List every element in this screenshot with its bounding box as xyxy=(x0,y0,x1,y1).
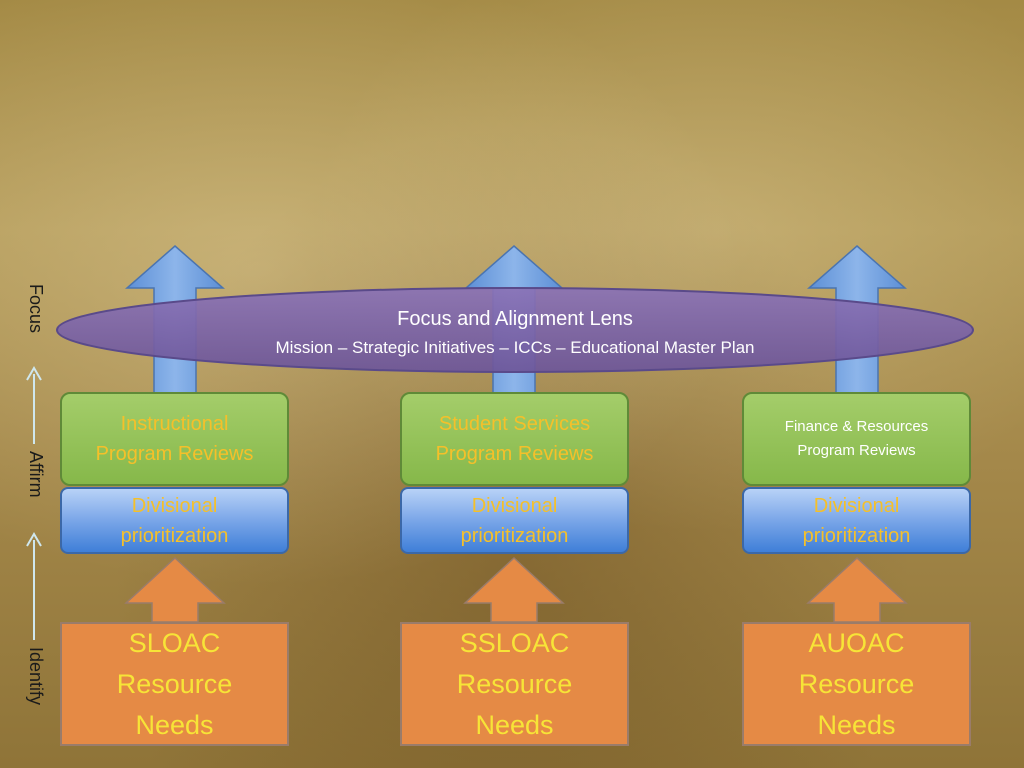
needs-line-2: Resource xyxy=(116,668,233,699)
needs-line-2: Resource xyxy=(798,668,915,699)
needs-line-1: SLOAC xyxy=(128,627,221,658)
divisional-box-2: Divisional prioritization xyxy=(400,487,629,554)
identify-label: Identify xyxy=(26,647,46,706)
divisional-box-1: Divisional prioritization xyxy=(60,487,289,554)
divisional-box-3: Divisional prioritization xyxy=(742,487,971,554)
lens-subtitle: Mission – Strategic Initiatives – ICCs –… xyxy=(275,338,755,357)
needs-box-auoac: AUOAC Resource Needs xyxy=(742,622,971,746)
focus-label: Focus xyxy=(26,284,46,334)
review-line-2: Program Reviews xyxy=(95,443,254,465)
needs-line-2: Resource xyxy=(456,668,573,699)
review-line-1: Student Services xyxy=(438,413,591,435)
side-arrow-head-2 xyxy=(26,532,42,547)
orange-arrow-3 xyxy=(806,556,908,623)
divisional-line-1: Divisional xyxy=(471,494,558,517)
divisional-line-2: prioritization xyxy=(120,524,229,547)
needs-line-1: SSLOAC xyxy=(459,627,570,658)
lens-title: Focus and Alignment Lens xyxy=(397,308,633,330)
review-line-2: Program Reviews xyxy=(435,443,594,465)
divisional-line-1: Divisional xyxy=(131,494,218,517)
orange-arrow-1 xyxy=(124,556,226,623)
review-box-instructional: Instructional Program Reviews xyxy=(60,392,289,486)
needs-line-3: Needs xyxy=(817,709,896,740)
divisional-line-2: prioritization xyxy=(802,524,911,547)
focus-alignment-lens xyxy=(56,287,974,373)
review-box-finance-resources: Finance & Resources Program Reviews xyxy=(742,392,971,486)
review-line-1: Instructional xyxy=(120,413,229,435)
divisional-line-1: Divisional xyxy=(813,494,900,517)
divisional-line-2: prioritization xyxy=(460,524,569,547)
needs-line-3: Needs xyxy=(475,709,554,740)
needs-box-sloac: SLOAC Resource Needs xyxy=(60,622,289,746)
affirm-label: Affirm xyxy=(26,451,46,498)
needs-box-ssloac: SSLOAC Resource Needs xyxy=(400,622,629,746)
orange-arrow-2 xyxy=(463,556,565,623)
review-line-2: Program Reviews xyxy=(797,442,916,459)
side-arrow-head-1 xyxy=(26,366,42,381)
review-line-1: Finance & Resources xyxy=(784,418,929,435)
needs-line-1: AUOAC xyxy=(808,627,905,658)
review-box-student-services: Student Services Program Reviews xyxy=(400,392,629,486)
needs-line-3: Needs xyxy=(135,709,214,740)
